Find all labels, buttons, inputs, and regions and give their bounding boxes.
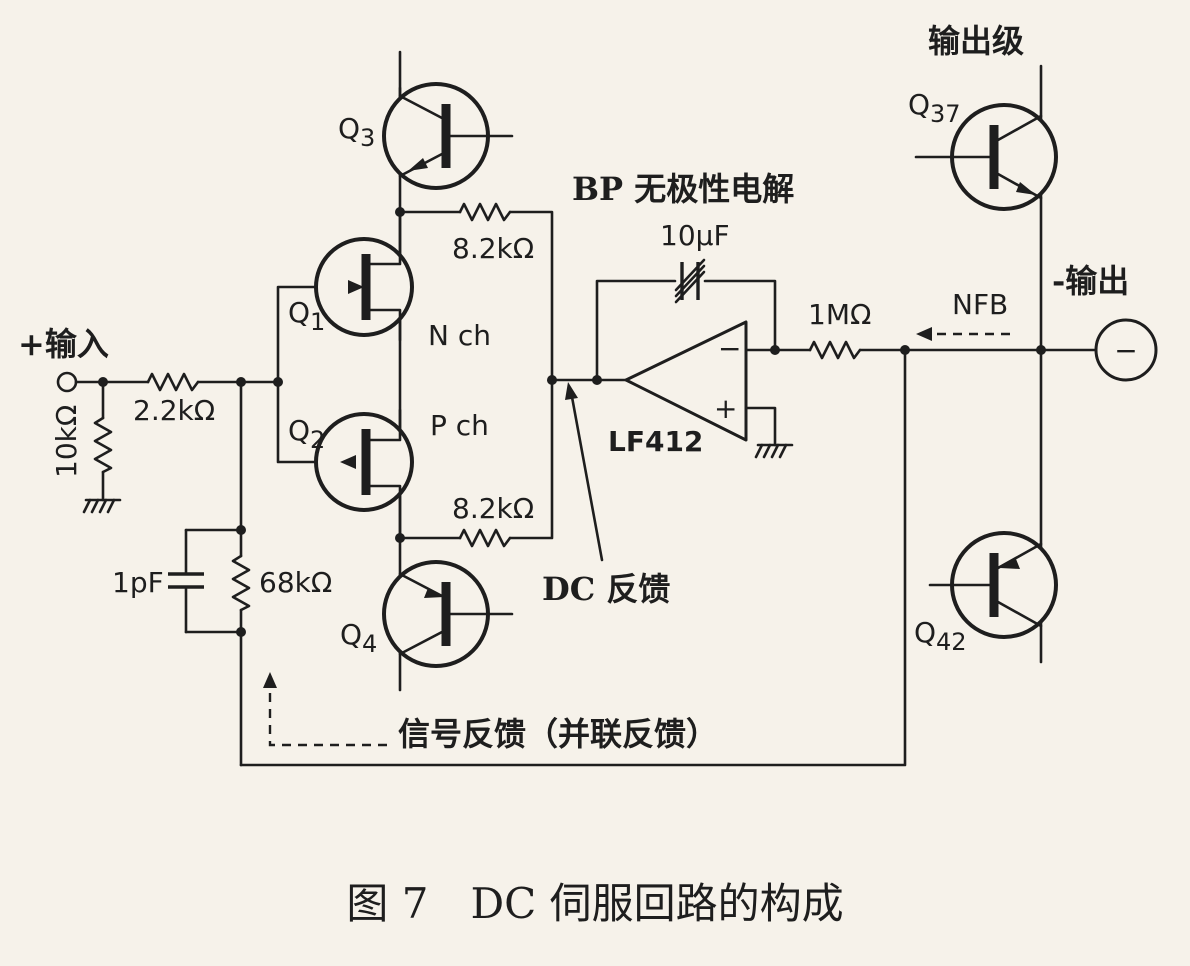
- svg-text:Q: Q: [338, 112, 360, 145]
- nfb-arrowhead: [916, 327, 932, 341]
- label-q4: Q 4: [340, 618, 377, 658]
- transistor-q42: [928, 531, 1058, 639]
- signal-feedback-label: 信号反馈（并联反馈）: [398, 715, 718, 753]
- transistor-q1: [314, 210, 414, 342]
- dc-feedback-pointer: [570, 395, 604, 562]
- svg-text:Q: Q: [340, 618, 362, 651]
- label-q37: Q 37: [908, 88, 961, 128]
- label-q42: Q 42: [914, 616, 967, 656]
- resistor-68k: [231, 554, 251, 612]
- output-label: -输出: [1052, 262, 1129, 300]
- svg-text:Q: Q: [288, 296, 310, 329]
- resistor-8k2-top: [458, 202, 512, 222]
- wire-noninv-ground: [744, 406, 777, 447]
- output-stage-label: 输出级: [928, 22, 1024, 60]
- output-terminal-symbol: −: [1114, 334, 1137, 367]
- svg-text:1: 1: [310, 308, 325, 336]
- resistor-8k2-bottom: [458, 528, 512, 548]
- dc-feedback-label: DC 反馈: [542, 570, 670, 608]
- wire-r-top-right: [508, 210, 554, 382]
- capacitor-10uf: [674, 258, 706, 304]
- output-terminal: [1094, 318, 1158, 382]
- opamp-plus-sign: +: [714, 392, 737, 425]
- figure-caption: 图 7 DC 伺服回路的构成: [346, 879, 843, 928]
- transistor-q2: [314, 408, 414, 540]
- r-output-value: 1MΩ: [808, 298, 871, 331]
- signal-feedback-arrowhead: [263, 672, 277, 688]
- transistor-q4: [382, 560, 514, 668]
- resistor-2k2: [146, 372, 200, 392]
- label-q1: Q 1: [288, 296, 325, 336]
- wire-r-bottom-right: [508, 378, 554, 540]
- r-top-value: 8.2kΩ: [452, 232, 534, 265]
- dc-feedback-arrowhead: [565, 382, 578, 400]
- svg-text:Q: Q: [288, 414, 310, 447]
- svg-text:4: 4: [362, 630, 377, 658]
- ground-symbol-opamp: [754, 443, 794, 459]
- opamp-minus-sign: −: [718, 332, 741, 365]
- resistor-1m: [808, 340, 862, 360]
- svg-text:37: 37: [930, 100, 961, 128]
- pch-label: P ch: [430, 409, 489, 442]
- r-ground-value: 10kΩ: [50, 405, 83, 478]
- junction-fb-bottom: [236, 627, 246, 637]
- svg-text:42: 42: [936, 628, 967, 656]
- label-q2: Q 2: [288, 414, 325, 454]
- opamp-lf412: [624, 320, 748, 442]
- svg-text:Q: Q: [908, 88, 930, 121]
- bp-capacitor-note: BP 无极性电解: [572, 170, 794, 208]
- r-bottom-value: 8.2kΩ: [452, 492, 534, 525]
- c-integrator-value: 10μF: [660, 219, 730, 252]
- transistor-q3: [382, 82, 514, 190]
- svg-text:Q: Q: [914, 616, 936, 649]
- svg-text:3: 3: [360, 124, 375, 152]
- input-terminal: [56, 371, 78, 393]
- nch-label: N ch: [428, 319, 491, 352]
- wire-cap-loop-left: [595, 279, 677, 382]
- r-feedback-value: 68kΩ: [259, 566, 332, 599]
- wire-cap-loop-right: [703, 279, 777, 352]
- label-q3: Q 3: [338, 112, 375, 152]
- signal-feedback-arrow: [268, 686, 387, 747]
- svg-text:2: 2: [310, 426, 325, 454]
- opamp-label: LF412: [608, 425, 703, 458]
- ground-symbol-input: [82, 498, 122, 514]
- c-feedback-value: 1pF: [112, 566, 164, 599]
- junction-fb-output: [900, 345, 910, 355]
- r-input-value: 2.2kΩ: [133, 394, 215, 427]
- nfb-label: NFB: [952, 288, 1008, 321]
- wire-signal-feedback-loop: [239, 348, 907, 767]
- resistor-10k: [93, 416, 113, 474]
- input-label: +输入: [18, 325, 109, 363]
- transistor-q37: [914, 103, 1058, 211]
